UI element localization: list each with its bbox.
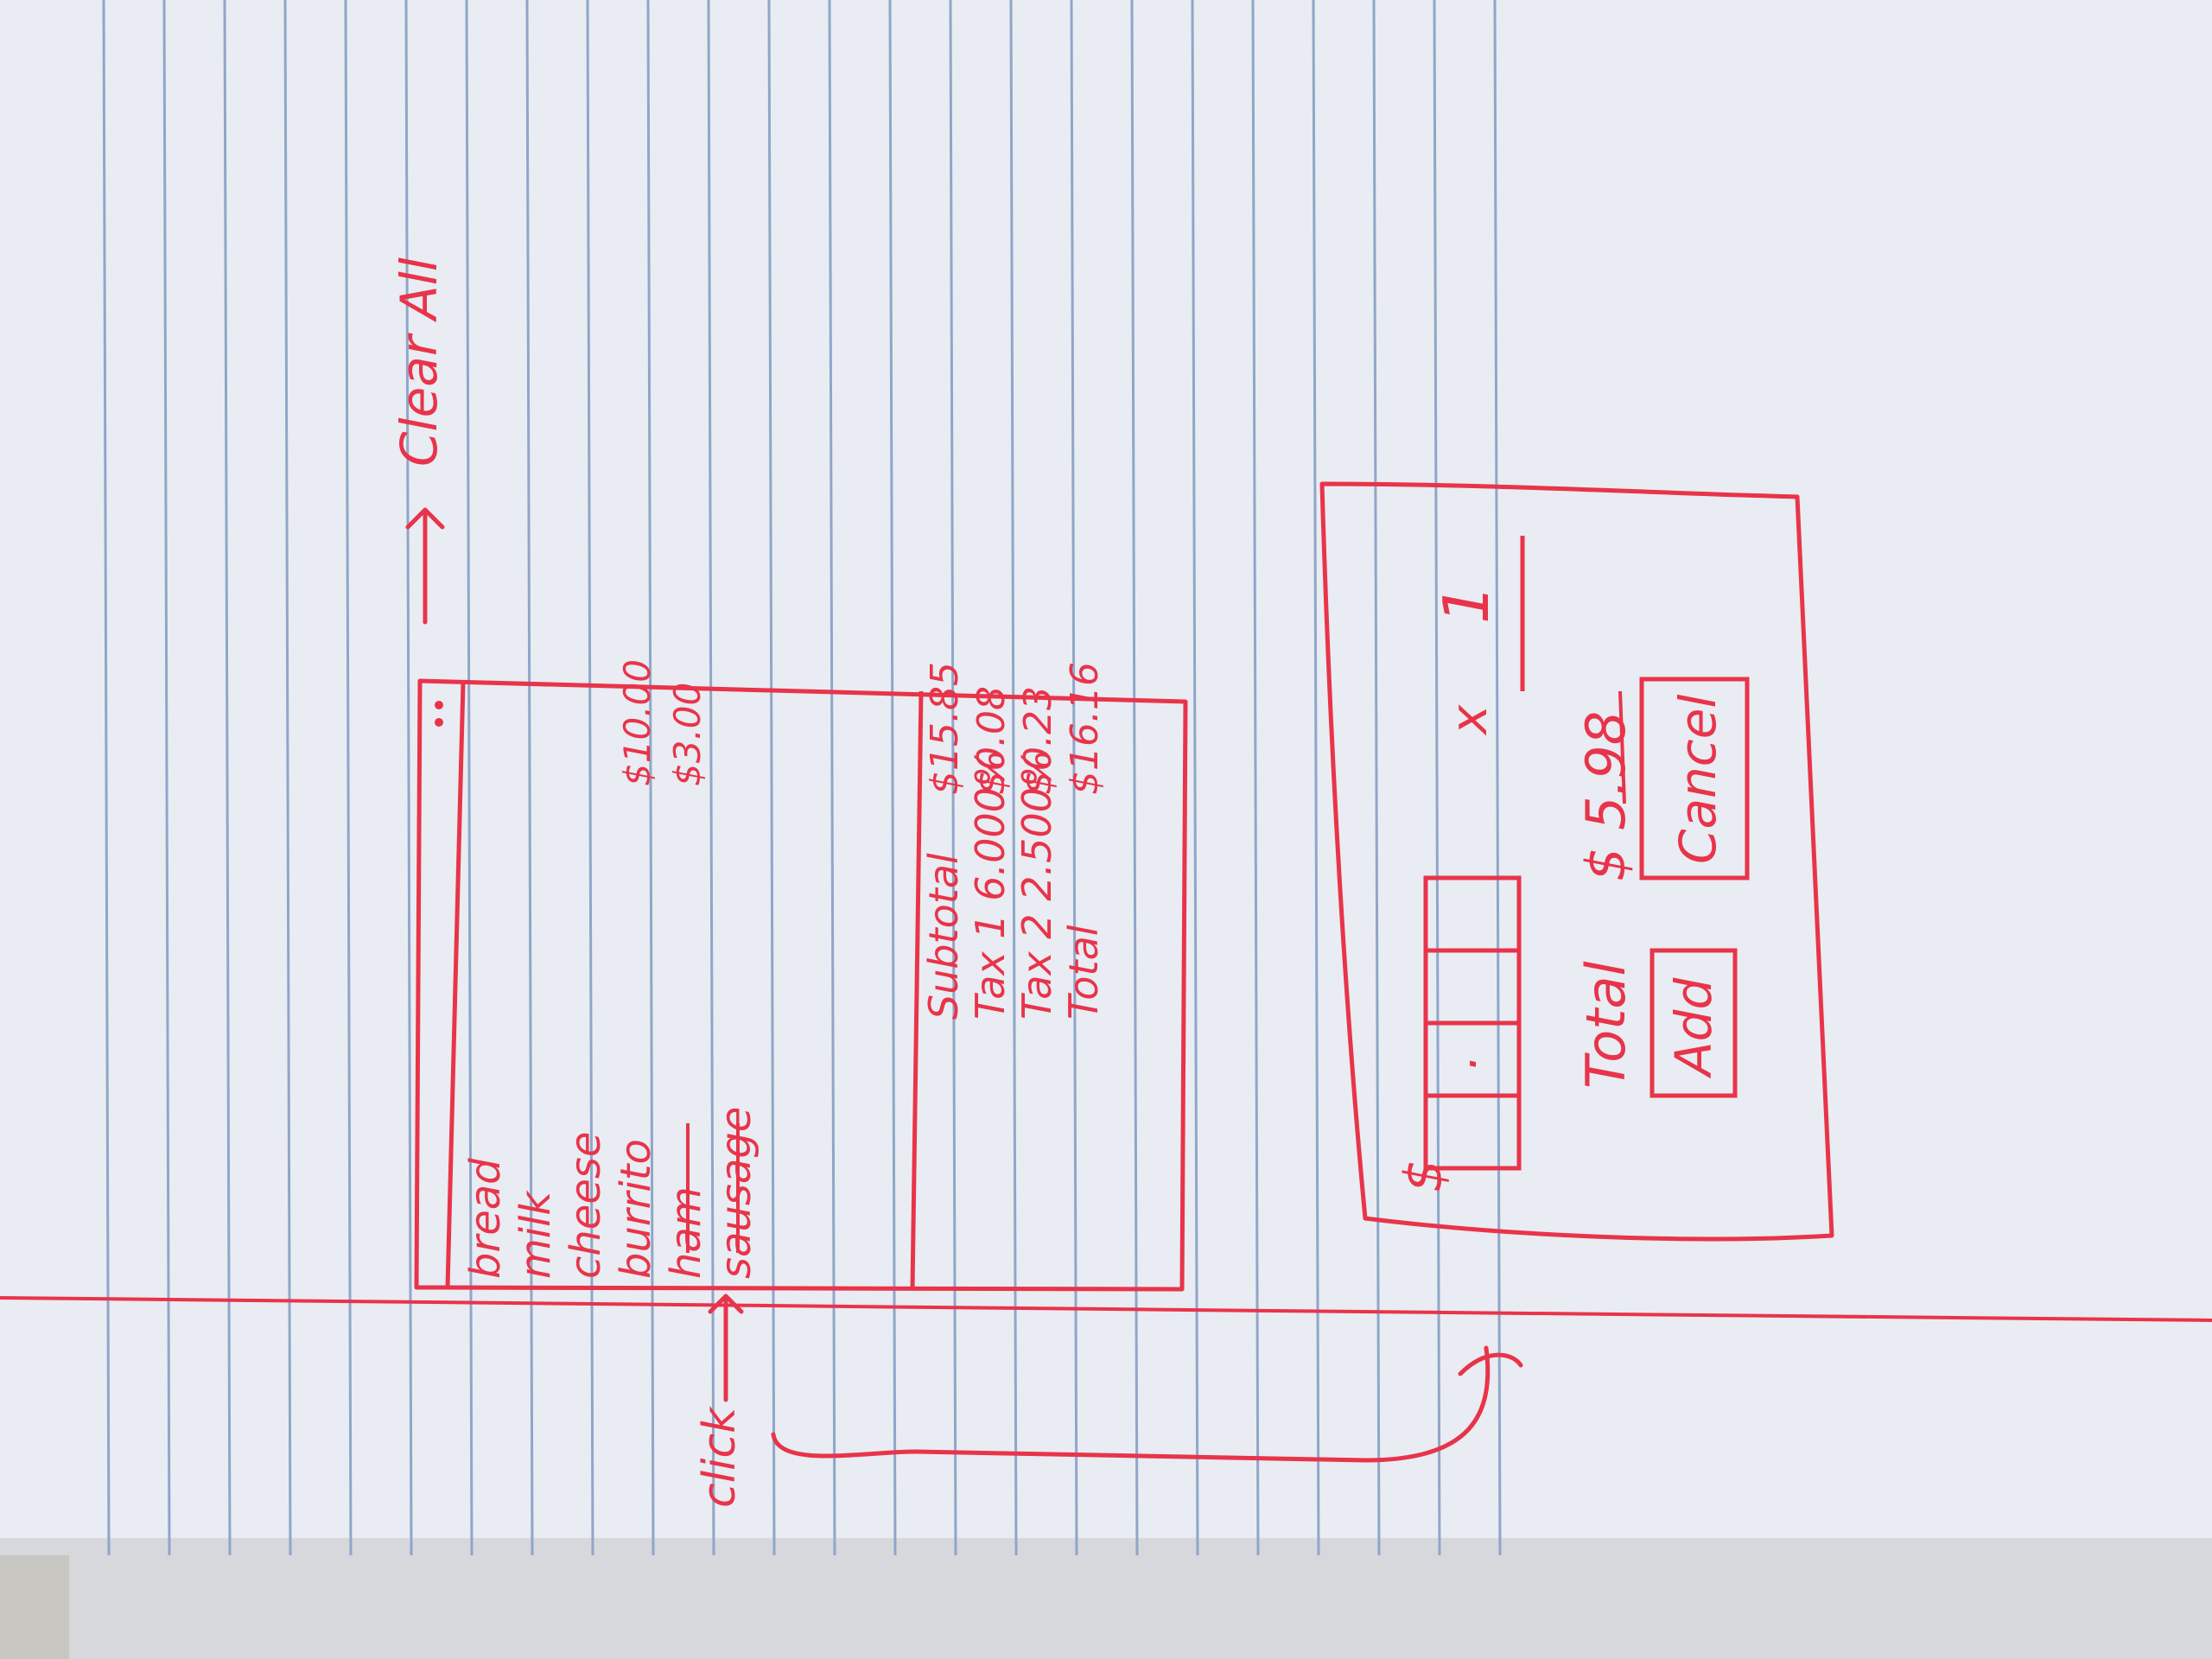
clear-all-annotation: Clear All <box>390 257 448 625</box>
ruled-line <box>1009 0 1018 1556</box>
totals-value: $15.85 <box>923 662 967 795</box>
ruled-line <box>949 0 957 1556</box>
ruled-line <box>1372 0 1381 1556</box>
totals-label: Subtotal <box>920 853 967 1020</box>
ruled-line <box>1070 0 1078 1556</box>
ruled-line <box>102 0 111 1556</box>
add-button[interactable]: Add <box>1649 948 1738 1098</box>
ruled-line <box>404 0 413 1556</box>
amount-input[interactable]: . <box>1423 875 1522 1171</box>
list-item-price: $10.00 <box>616 659 658 786</box>
ruled-line <box>1251 0 1260 1556</box>
ruled-line <box>767 0 776 1556</box>
overflow-menu-icon[interactable] <box>435 701 443 727</box>
list-item-name[interactable]: burrito <box>612 1139 660 1279</box>
list-item-name[interactable]: bread <box>461 1158 510 1279</box>
cancel-button-label: Cancel <box>1669 695 1727 865</box>
ruled-line <box>162 0 171 1556</box>
ruled-line <box>586 0 594 1556</box>
shopping-list: breadmilkcheeseburrito$10.00ham$3.00saus… <box>461 659 760 1279</box>
ruled-line <box>1130 0 1139 1556</box>
list-item-name[interactable]: cheese <box>562 1132 610 1279</box>
click-annotation: click <box>694 1294 1523 1508</box>
ruled-line <box>1433 0 1441 1556</box>
totals-label: Tax 1 6.000% <box>967 749 1014 1020</box>
quantity-value[interactable]: 1 <box>1430 584 1503 624</box>
page-edge <box>0 1538 2212 1659</box>
list-item-price: $3.00 <box>666 683 709 786</box>
totals-value: $0.23 <box>1016 686 1060 795</box>
ruled-lines <box>102 0 1502 1556</box>
margin-line <box>0 1296 2212 1322</box>
ruled-line <box>888 0 897 1556</box>
ruled-line <box>707 0 715 1556</box>
multiply-sign: x <box>1440 704 1498 736</box>
list-panel <box>414 678 1188 1292</box>
amount-cell-value: . <box>1432 1054 1488 1070</box>
list-item-name[interactable]: milk <box>512 1190 560 1279</box>
ruled-line <box>646 0 655 1556</box>
ruled-line <box>828 0 836 1556</box>
cancel-button[interactable]: Cancel <box>1639 677 1750 880</box>
dialog-total-label: Total <box>1574 961 1637 1089</box>
clear-all-label[interactable]: Clear All <box>390 257 448 467</box>
ruled-line <box>1493 0 1502 1556</box>
dialog-total-value: $ 5.98 <box>1574 711 1637 881</box>
totals-label: Tax 2 2.500% <box>1014 749 1060 1020</box>
amount-cell[interactable] <box>1423 875 1522 953</box>
totals-value: $16.16 <box>1063 662 1107 795</box>
ruled-line <box>223 0 232 1556</box>
ruled-line <box>465 0 474 1556</box>
quantity-field[interactable]: 1 <box>1430 536 1525 691</box>
ruled-line <box>1312 0 1320 1556</box>
ruled-line <box>344 0 353 1556</box>
ruled-line <box>1191 0 1199 1556</box>
click-label: click <box>694 1406 746 1508</box>
ruled-line <box>525 0 534 1556</box>
quantity-dialog <box>1319 481 1834 1242</box>
add-button-label: Add <box>1664 977 1723 1079</box>
ruled-line <box>283 0 292 1556</box>
totals-value: $0.08 <box>969 686 1014 795</box>
totals-label: Total <box>1060 925 1107 1020</box>
